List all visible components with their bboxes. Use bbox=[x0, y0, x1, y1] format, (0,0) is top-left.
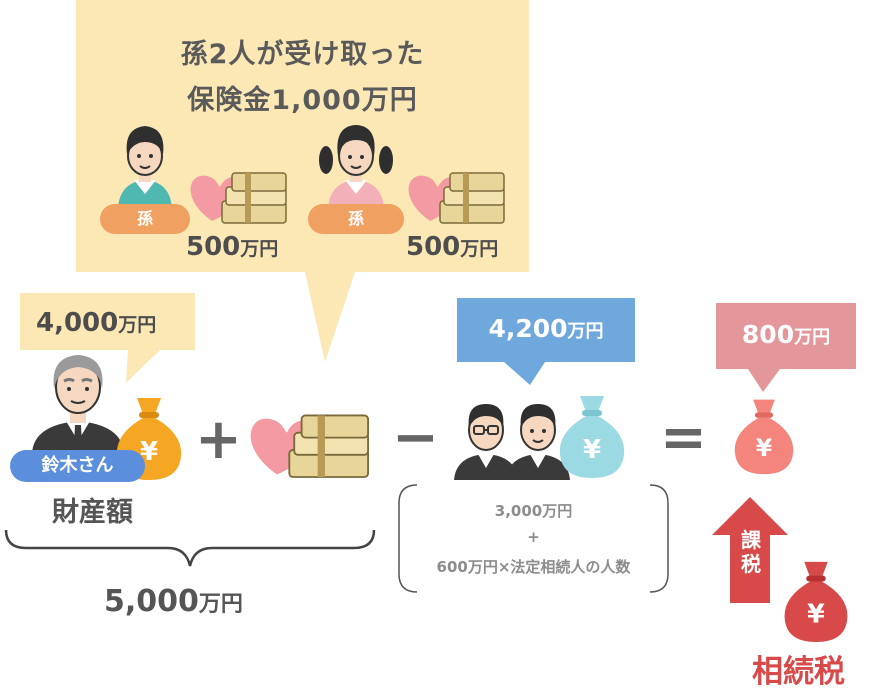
granddaughter-person-icon bbox=[319, 125, 393, 208]
grandson-badge: 孫 bbox=[100, 204, 190, 234]
estate-label: 財産額 bbox=[52, 497, 133, 528]
insurance-heart-money-icon bbox=[250, 414, 370, 478]
taxable-amount: 800万円 bbox=[741, 320, 831, 349]
money-bag-icon: ¥ bbox=[559, 396, 625, 478]
inheritance-tax-label: 相続税 bbox=[752, 654, 845, 690]
money-bag-icon: ¥ bbox=[734, 399, 794, 475]
grandchildren-title-line1: 孫2人が受け取った bbox=[180, 39, 425, 70]
granddaughter-badge: 孫 bbox=[308, 204, 404, 234]
money-bag-icon: ¥ bbox=[784, 561, 848, 643]
deduction-basic-amount: 3,000万円 bbox=[494, 502, 573, 520]
minus-operator: − bbox=[392, 405, 439, 470]
deduction-plus: + bbox=[527, 528, 540, 546]
heart-money-icon bbox=[190, 172, 287, 224]
yen-icon: ¥ bbox=[583, 435, 601, 465]
elderly-man-icon bbox=[32, 355, 124, 453]
up-arrow-icon bbox=[712, 497, 788, 603]
heirs-people-icon bbox=[454, 404, 570, 480]
yen-icon: ¥ bbox=[140, 437, 158, 467]
estate-total: 5,000万円 bbox=[104, 584, 243, 619]
heart-money-icon bbox=[408, 172, 505, 224]
tax-arrow-label: 課税 bbox=[741, 528, 761, 576]
granddaughter-amount: 500万円 bbox=[406, 232, 499, 262]
grandchildren-title-line2: 保険金1,000万円 bbox=[187, 85, 418, 116]
estate-owner-name: 鈴木さん bbox=[10, 450, 145, 482]
yen-icon: ¥ bbox=[756, 434, 773, 462]
deduction-amount: 4,200万円 bbox=[488, 314, 604, 343]
grandson-amount: 500万円 bbox=[186, 232, 279, 262]
equals-operator: = bbox=[660, 405, 707, 470]
yen-icon: ¥ bbox=[807, 599, 825, 629]
plus-operator: + bbox=[195, 407, 242, 472]
deduction-per-heir: 600万円×法定相続人の人数 bbox=[436, 558, 631, 576]
estate-amount: 4,000万円 bbox=[36, 308, 157, 338]
grandson-person-icon bbox=[118, 126, 172, 208]
